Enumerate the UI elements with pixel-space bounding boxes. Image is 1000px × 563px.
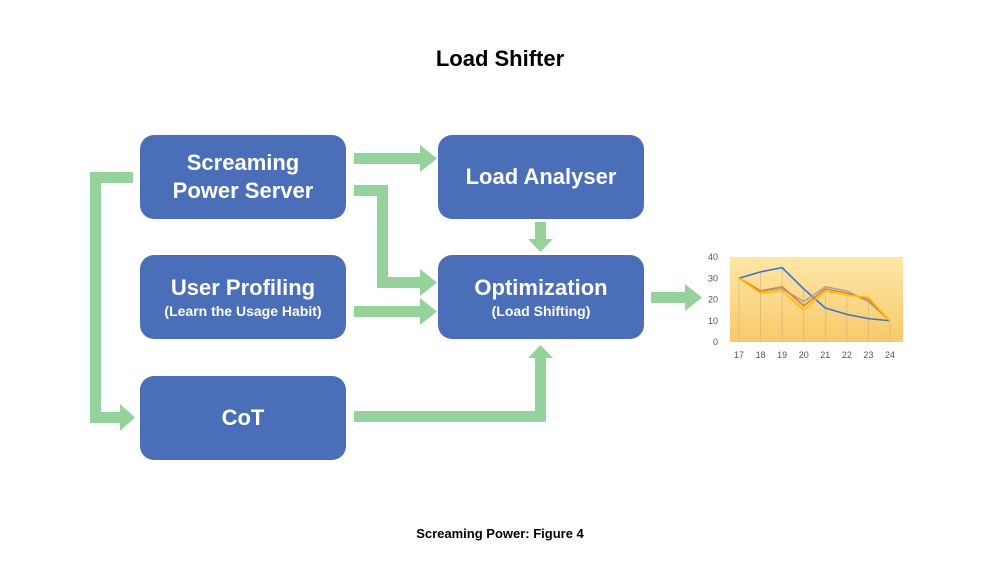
analyser-label: Load Analyser — [465, 164, 617, 189]
user-profiling-box: User Profiling (Learn the Usage Habit) — [140, 255, 346, 339]
series-line-3 — [738, 277, 891, 322]
y-tick-label: 30 — [708, 273, 718, 283]
x-tick-label: 24 — [885, 350, 895, 360]
optimization-sublabel: (Load Shifting) — [491, 303, 591, 319]
cot-label: CoT — [221, 405, 265, 430]
x-tick-label: 19 — [777, 350, 787, 360]
y-tick-label: 10 — [708, 316, 718, 326]
profiling-label: User Profiling — [170, 275, 316, 300]
x-tick-label: 17 — [734, 350, 744, 360]
figure-caption: Screaming Power: Figure 4 — [416, 526, 584, 541]
optimization-label: Optimization — [474, 275, 608, 300]
y-tick-label: 40 — [708, 252, 718, 262]
profiling-sublabel: (Learn the Usage Habit) — [164, 303, 322, 319]
x-tick-label: 23 — [863, 350, 873, 360]
screaming-power-server-box: Screaming Power Server — [140, 135, 346, 219]
server-label-line1: Screaming — [186, 150, 300, 175]
x-tick-label: 22 — [842, 350, 852, 360]
load-analyser-box: Load Analyser — [438, 135, 644, 219]
optimization-box: Optimization (Load Shifting) — [438, 255, 644, 339]
x-tick-label: 18 — [756, 350, 766, 360]
diagram-title: Load Shifter — [435, 46, 565, 71]
cot-box: CoT — [140, 376, 346, 460]
series-line-1 — [738, 266, 891, 322]
series-line-4 — [738, 277, 891, 322]
server-label-line2: Power Server — [172, 178, 314, 203]
x-tick-label: 20 — [799, 350, 809, 360]
x-tick-label: 21 — [820, 350, 830, 360]
y-tick-label: 0 — [713, 337, 718, 347]
y-tick-label: 20 — [708, 295, 718, 305]
